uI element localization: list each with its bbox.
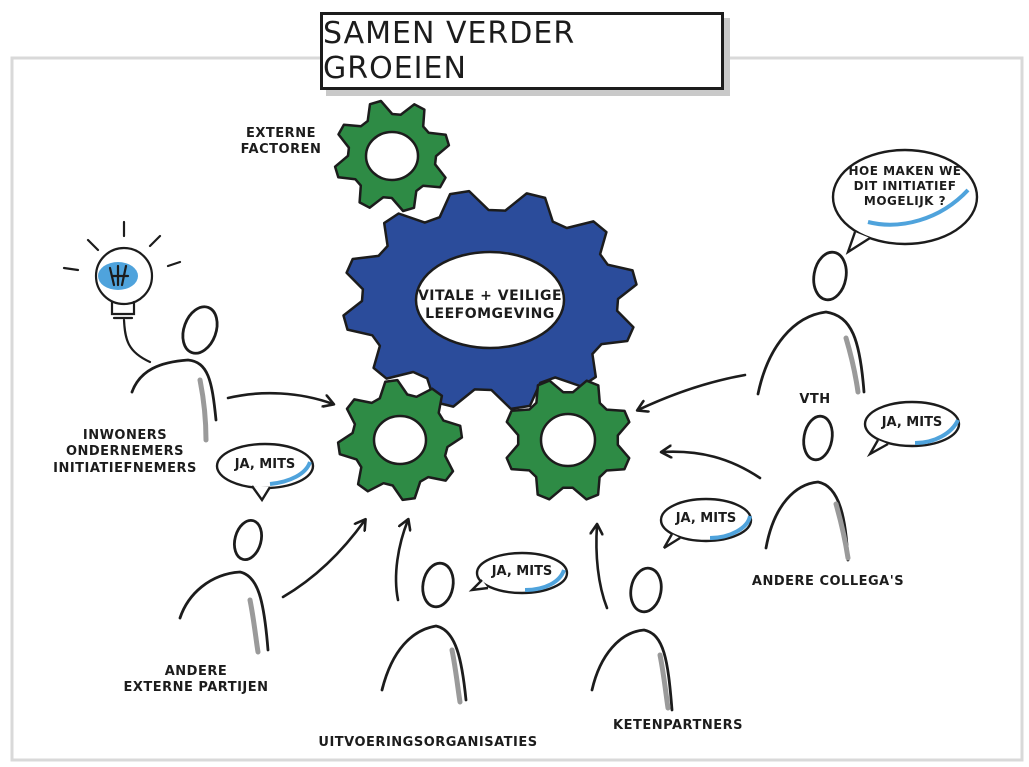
speech-bubble-ja-mits-4 (863, 400, 961, 448)
figure-uitvoering (380, 561, 468, 705)
question-bubble-text: HOE MAKEN WE DIT INITIATIEF MOGELIJK ? (848, 164, 962, 208)
arrow-uitvoering (394, 520, 408, 602)
speech-bubble-ja-mits-3 (659, 497, 753, 543)
ja-mits-text-2: JA, MITS (491, 564, 553, 579)
title-box: SAMEN VERDER GROEIEN (320, 12, 724, 90)
external-factors-label: EXTERNE FACTOREN (240, 126, 322, 158)
gear-external-factors (333, 99, 451, 213)
actor-vth-label: VTH (799, 392, 831, 407)
arrow-collegas (662, 452, 762, 480)
gear-bottom-right-hole (539, 412, 597, 468)
center-label: VITALE + VEILIGE LEEFOMGEVING (417, 288, 563, 322)
ja-mits-text-3: JA, MITS (675, 511, 737, 526)
figure-externe-partijen (178, 518, 270, 655)
actor-ketenpartners-label: KETENPARTNERS (613, 718, 743, 733)
figure-vth (756, 250, 866, 396)
ja-mits-text-1: JA, MITS (234, 457, 296, 472)
page-title: SAMEN VERDER GROEIEN (323, 16, 576, 86)
arrows (226, 373, 762, 610)
speech-bubble-ja-mits-2 (475, 551, 569, 595)
figures (130, 250, 866, 712)
actor-uitvoering-label: UITVOERINGSORGANISATIES (318, 735, 538, 750)
gear-bottom-left (336, 378, 464, 502)
ja-mits-text-4: JA, MITS (881, 415, 943, 430)
lightbulb-icon (62, 220, 182, 364)
arrow-ketenpartners (596, 525, 609, 610)
figure-inwoners (130, 305, 219, 443)
gear-bottom-right (505, 379, 631, 501)
actor-collegas-label: ANDERE COLLEGA'S (751, 574, 905, 589)
gear-bottom-left-hole (372, 414, 428, 466)
figure-ketenpartners (590, 566, 674, 712)
gear-center-blue (342, 189, 638, 411)
actor-externe-partijen-label: ANDERE EXTERNE PARTIJEN (123, 664, 269, 696)
arrow-externe-partijen (281, 520, 365, 599)
actor-inwoners-label: INWONERS ONDERNEMERS INITIATIEFNEMERS (53, 428, 197, 476)
arrow-vth (638, 373, 747, 410)
gear-external-factors-hole (364, 130, 420, 182)
arrow-inwoners (226, 391, 333, 404)
figure-collegas (764, 414, 851, 562)
speech-bubbles (215, 148, 979, 595)
gear-center-blue-hole (414, 250, 566, 350)
